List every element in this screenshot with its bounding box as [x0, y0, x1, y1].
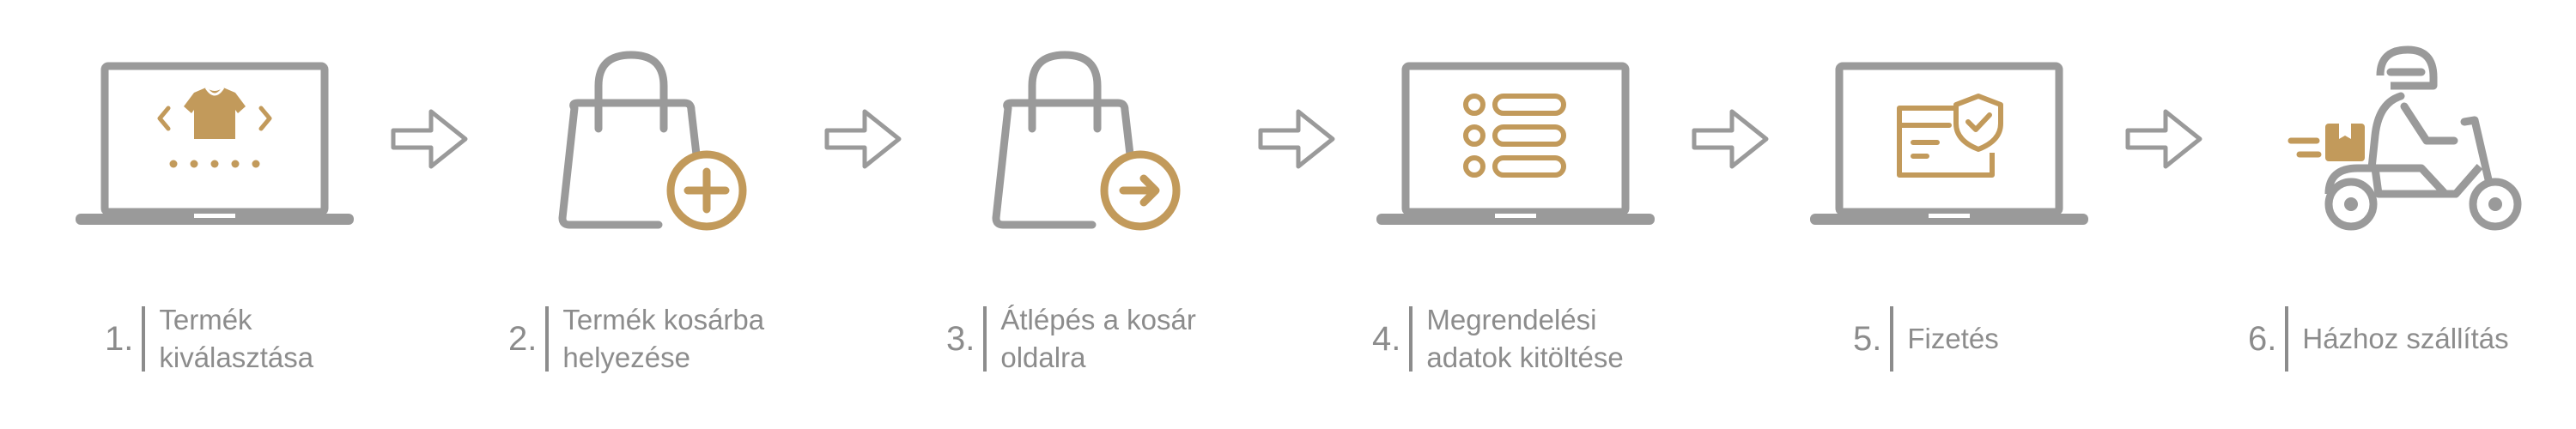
divider: [2285, 306, 2289, 372]
bag-plus-icon: [502, 34, 794, 240]
delivery-scooter-icon: [2250, 34, 2542, 240]
step-caption: 6. Házhoz szállítás: [2248, 300, 2509, 378]
arrow-right-icon: [1687, 103, 1773, 175]
arrow-right-icon: [820, 103, 906, 175]
bag-arrow-icon: [936, 34, 1228, 240]
step-caption: 3. Átlépés a kosár oldalra: [946, 300, 1196, 378]
divider: [1890, 306, 1894, 372]
step-number: 2.: [508, 320, 538, 358]
step-label: Átlépés a kosár oldalra: [1000, 304, 1196, 373]
arrow-right-icon: [2121, 103, 2207, 175]
step-caption: 5. Fizetés: [1853, 300, 1999, 378]
arrow-right-icon: [386, 103, 472, 175]
step-label: Házhoz szállítás: [2302, 323, 2509, 354]
step-caption: 1. Termék kiválasztása: [105, 300, 313, 378]
divider: [545, 306, 550, 372]
laptop-form-icon: [1370, 34, 1662, 240]
divider: [142, 306, 146, 372]
step-label: Fizetés: [1907, 323, 1999, 354]
laptop-payment-icon: [1803, 34, 2095, 240]
step-caption: 2. Termék kosárba helyezése: [508, 300, 764, 378]
laptop-shirt-icon: [69, 34, 361, 240]
divider: [1409, 306, 1413, 372]
step-number: 5.: [1853, 320, 1882, 358]
arrow-right-icon: [1254, 103, 1340, 175]
divider: [983, 306, 987, 372]
step-number: 6.: [2248, 320, 2277, 358]
step-label: Megrendelési adatok kitöltése: [1426, 304, 1624, 373]
step-number: 3.: [946, 320, 975, 358]
step-number: 4.: [1372, 320, 1401, 358]
step-caption: 4. Megrendelési adatok kitöltése: [1372, 300, 1624, 378]
step-label: Termék kosárba helyezése: [562, 304, 765, 373]
step-number: 1.: [105, 320, 134, 358]
step-label: Termék kiválasztása: [159, 304, 314, 373]
